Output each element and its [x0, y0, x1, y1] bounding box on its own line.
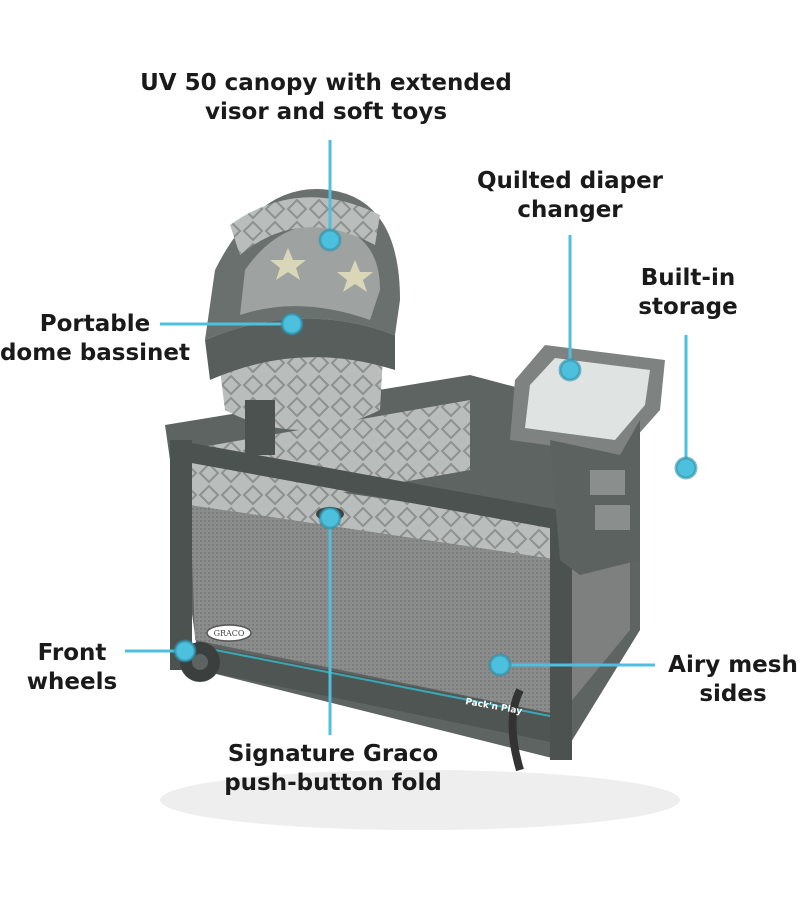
callout-bassinet-line1: Portable: [39, 311, 151, 337]
front-right-leg: [550, 520, 572, 760]
callout-fold: Signature Graco push-button fold: [224, 740, 442, 798]
svg-text:GRACO: GRACO: [214, 629, 245, 638]
callout-changer-line2: changer: [517, 197, 623, 223]
canopy-dot: [318, 228, 342, 252]
callout-fold-line2: push-button fold: [224, 770, 442, 796]
star-toy: [270, 248, 306, 280]
callout-canopy-line2: visor and soft toys: [204, 99, 448, 125]
wheels-dot: [173, 639, 197, 663]
storage-dot: [674, 456, 698, 480]
floor-shadow: [160, 770, 680, 830]
callout-wheels-line2: wheels: [26, 669, 118, 695]
callout-mesh-line2: sides: [699, 681, 767, 707]
callout-bassinet-line2: dome bassinet: [0, 340, 191, 366]
bassinet-dot: [280, 312, 304, 336]
front-left-leg: [170, 440, 192, 670]
callout-dots: [173, 228, 698, 677]
dome-bassinet: [205, 189, 400, 455]
callout-mesh: Airy mesh sides: [668, 651, 798, 709]
star-toy: [337, 260, 373, 292]
callout-mesh-line1: Airy mesh: [668, 652, 798, 678]
callout-fold-line1: Signature Graco: [227, 741, 439, 767]
callout-bassinet: Portable dome bassinet: [0, 310, 190, 368]
callout-diaper-changer: Quilted diaper changer: [477, 167, 663, 225]
callout-wheels: Front wheels: [27, 639, 117, 697]
mesh-side-front: [190, 505, 560, 715]
changer-dot: [558, 358, 582, 382]
mesh-dot: [488, 653, 512, 677]
callout-storage: Built-in storage: [638, 264, 737, 322]
graco-badge: [206, 624, 252, 642]
fold-dot: [318, 506, 342, 530]
storage-organizer: [550, 420, 640, 575]
diaper-changer: [510, 345, 665, 575]
callout-canopy-line1: UV 50 canopy with extended: [140, 70, 512, 96]
callout-wheels-line1: Front: [37, 640, 107, 666]
callout-storage-line2: storage: [638, 294, 738, 320]
callout-changer-line1: Quilted diaper: [476, 168, 664, 194]
callout-canopy: UV 50 canopy with extended visor and sof…: [140, 69, 512, 127]
callout-storage-line1: Built-in: [640, 265, 736, 291]
